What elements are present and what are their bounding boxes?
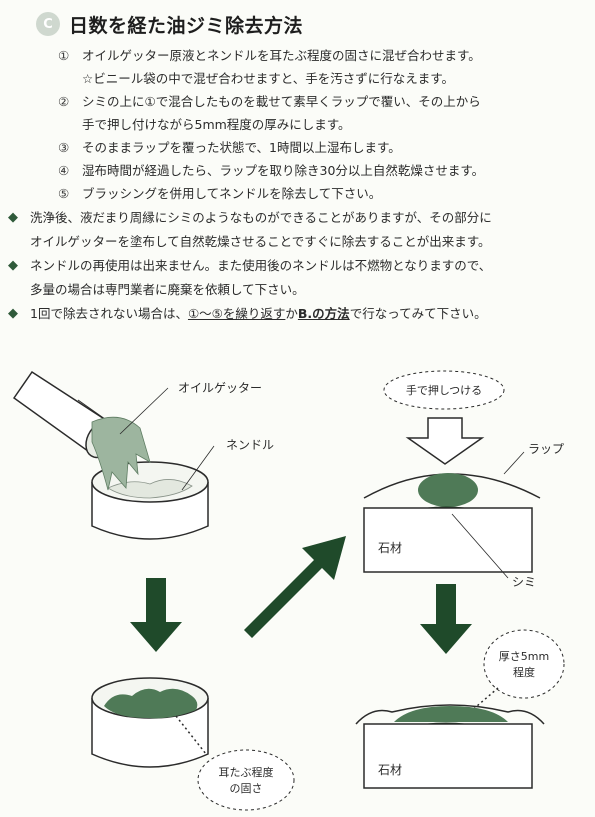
label-earlobe-line1: 耳たぶ程度 <box>219 765 274 779</box>
pouring-liquid <box>91 416 151 491</box>
step-list: ① オイルゲッター原液とネンドルを耳たぶ程度の固さに混ぜ合わせます。 ☆ビニール袋… <box>58 44 578 205</box>
down-arrow-right-icon <box>420 584 472 654</box>
step-number: ① <box>58 48 70 63</box>
step-number: ④ <box>58 163 70 178</box>
note-item: オイルゲッターを塗布して自然乾燥させることですぐに除去することが出来ます。 <box>8 230 588 254</box>
bowl-with-mixed-paste <box>91 677 209 768</box>
note-text-part: か <box>285 306 298 321</box>
note-text: 洗浄後、液だまり周縁にシミのようなものができることがありますが、その部分に <box>30 210 492 225</box>
label-nendoru: ネンドル <box>226 438 274 452</box>
step-text: オイルゲッター原液とネンドルを耳たぶ程度の固さに混ぜ合わせます。 <box>82 48 481 63</box>
label-press: 手で押しつける <box>406 383 482 397</box>
note-text-continued: オイルゲッターを塗布して自然乾燥させることですぐに除去することが出来ます。 <box>30 234 491 249</box>
label-stone-top: 石材 <box>378 541 402 555</box>
earlobe-dotted-leader <box>175 715 207 755</box>
step-item: ② シミの上に①で混合したものを載せて素早くラップで覆い、その上から <box>58 90 578 113</box>
label-wrap: ラップ <box>528 442 564 456</box>
note-text-part: で行なってみて下さい。 <box>349 306 487 321</box>
oil-getter-leader <box>119 387 169 435</box>
diamond-bullet-icon: ◆ <box>8 258 18 273</box>
section-header: C 日数を経た油ジミ除去方法 <box>36 10 303 38</box>
press-callout <box>383 370 505 410</box>
note-item: ◆ 1回で除去されない場合は、①〜⑤を繰り返すかB.の方法で行なってみて下さい。 <box>8 302 588 326</box>
diagonal-arrow-icon <box>244 536 346 638</box>
step-item: ① オイルゲッター原液とネンドルを耳たぶ程度の固さに混ぜ合わせます。 <box>58 44 578 67</box>
stain-leader <box>451 513 509 579</box>
step-number: ⑤ <box>58 186 70 201</box>
mixed-paste <box>104 688 198 719</box>
stone-block-bottom <box>363 723 533 789</box>
label-thickness-line1: 厚さ5mm <box>499 650 549 663</box>
note-text: ネンドルの再使用は出来ません。また使用後のネンドルは不燃物となりますので、 <box>30 258 492 273</box>
step-text: シミの上に①で混合したものを載せて素早くラップで覆い、その上から <box>82 94 481 109</box>
nendoru-leader <box>181 445 215 491</box>
step-tip-text: ☆ビニール袋の中で混ぜ合わせますと、手を汚さずに行なえます。 <box>82 71 454 86</box>
repeat-steps-reference: ①〜⑤を繰り返す <box>187 306 286 321</box>
note-text: 1回で除去されない場合は、①〜⑤を繰り返すかB.の方法で行なってみて下さい。 <box>30 302 487 326</box>
label-stone-bottom: 石材 <box>378 763 402 777</box>
step-text: そのままラップを覆った状態で、1時間以上湿布します。 <box>82 140 401 155</box>
diamond-bullet-icon: ◆ <box>8 210 18 225</box>
step-text: 湿布時間が経過したら、ラップを取り除き30分以上自然乾燥させます。 <box>82 163 485 178</box>
label-oil-getter: オイルゲッター <box>178 381 262 395</box>
step-item: 手で押し付けながら5mm程度の厚みにします。 <box>58 113 578 136</box>
thickness-callout <box>483 629 565 699</box>
note-item: ◆ ネンドルの再使用は出来ません。また使用後のネンドルは不燃物となりますので、 <box>8 254 588 278</box>
wrap-leader <box>503 451 525 475</box>
step-item: ③ そのままラップを覆った状態で、1時間以上湿布します。 <box>58 136 578 159</box>
step-text-continued: 手で押し付けながら5mm程度の厚みにします。 <box>82 117 351 132</box>
label-earlobe-line2: の固さ <box>230 782 263 795</box>
down-arrow-left-icon <box>130 578 182 652</box>
flattened-wrap <box>355 704 545 725</box>
step-item: ④ 湿布時間が経過したら、ラップを取り除き30分以上自然乾燥させます。 <box>58 159 578 182</box>
note-item: ◆ 洗浄後、液だまり周縁にシミのようなものができることがありますが、その部分に <box>8 206 588 230</box>
press-down-arrow-icon <box>405 417 485 465</box>
step-number: ② <box>58 94 70 109</box>
step-text: ブラッシングを併用してネンドルを除去して下さい。 <box>82 186 382 201</box>
notes-list: ◆ 洗浄後、液だまり周縁にシミのようなものができることがありますが、その部分に オ… <box>8 206 588 326</box>
method-b-reference: B.の方法 <box>297 306 350 321</box>
stone-block-top <box>363 507 533 573</box>
section-badge: C <box>36 12 60 36</box>
note-item: 多量の場合は専門業者に廃棄を依頼して下さい。 <box>8 278 588 302</box>
step-number: ③ <box>58 140 70 155</box>
diamond-bullet-icon: ◆ <box>8 306 18 321</box>
flattened-paste <box>394 706 508 722</box>
process-illustration: オイルゲッター ネンドル 耳たぶ程度 の固さ 手で押しつける ラップ 石材 シミ <box>12 370 565 811</box>
label-stain: シミ <box>512 575 536 589</box>
step-item: ⑤ ブラッシングを併用してネンドルを除去して下さい。 <box>58 182 578 205</box>
earlobe-callout <box>197 749 295 811</box>
note-text-part: 1回で除去されない場合は、 <box>30 306 188 321</box>
section-title: 日数を経た油ジミ除去方法 <box>69 14 304 37</box>
step-item: ☆ビニール袋の中で混ぜ合わせますと、手を汚さずに行なえます。 <box>58 67 578 90</box>
label-thickness-line2: 程度 <box>513 665 535 679</box>
note-text-continued: 多量の場合は専門業者に廃棄を依頼して下さい。 <box>30 282 305 297</box>
paste-lump <box>418 473 478 507</box>
